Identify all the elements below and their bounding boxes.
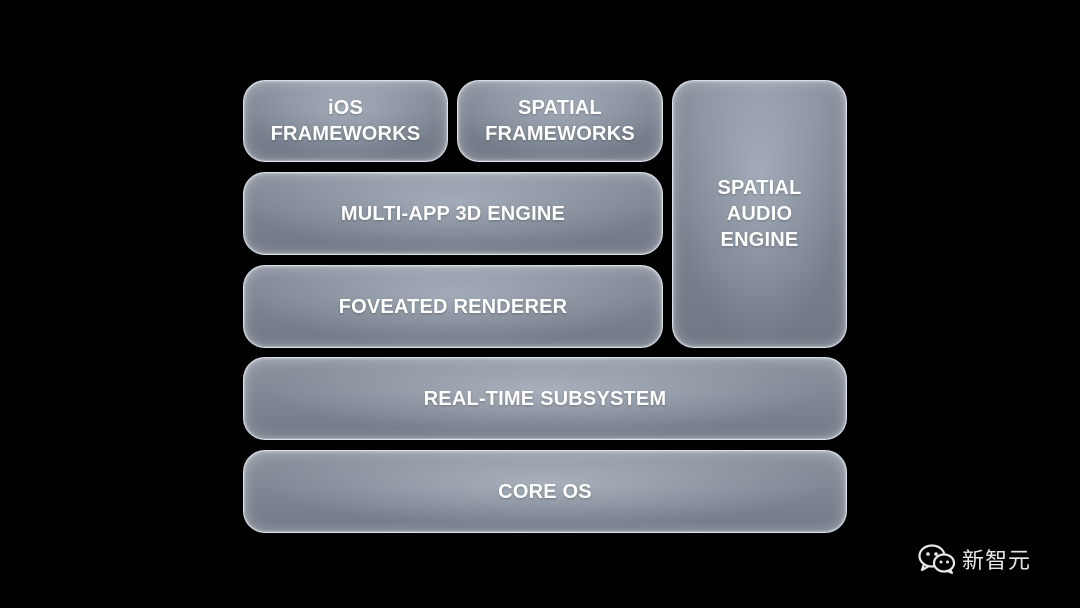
wechat-icon (918, 544, 956, 574)
spatial-audio-engine-label-line-3: ENGINE (720, 229, 799, 251)
watermark: 新智元 (918, 542, 1031, 576)
spatial-audio-engine-label-line-2: AUDIO (726, 203, 793, 225)
foveated-renderer-label: FOVEATED RENDERER (338, 295, 568, 318)
ios-frameworks-label: iOS FRAMEWORKS (263, 95, 429, 147)
core-os-block: CORE OS (243, 450, 847, 533)
spatial-audio-engine-label: SPATIAL AUDIO ENGINE (710, 175, 810, 253)
core-os-label: CORE OS (498, 480, 592, 503)
multi-app-3d-engine-label: MULTI-APP 3D ENGINE (340, 202, 566, 225)
spatial-frameworks-block: SPATIAL FRAMEWORKS (457, 80, 663, 162)
real-time-subsystem-label: REAL-TIME SUBSYSTEM (423, 387, 667, 410)
ios-frameworks-label-line-1: iOS (327, 97, 364, 119)
spatial-audio-engine-label-line-1: SPATIAL (717, 177, 802, 199)
ios-frameworks-label-line-2: FRAMEWORKS (270, 123, 421, 145)
foveated-renderer-block: FOVEATED RENDERER (243, 265, 663, 348)
real-time-subsystem-block: REAL-TIME SUBSYSTEM (243, 357, 847, 440)
multi-app-3d-engine-block: MULTI-APP 3D ENGINE (243, 172, 663, 255)
spatial-audio-engine-block: SPATIAL AUDIO ENGINE (672, 80, 847, 348)
spatial-frameworks-label-line-2: FRAMEWORKS (485, 123, 635, 145)
watermark-text: 新智元 (962, 549, 1032, 574)
spatial-frameworks-label-line-1: SPATIAL (517, 97, 602, 119)
spatial-frameworks-label: SPATIAL FRAMEWORKS (477, 95, 643, 147)
ios-frameworks-block: iOS FRAMEWORKS (243, 80, 448, 162)
